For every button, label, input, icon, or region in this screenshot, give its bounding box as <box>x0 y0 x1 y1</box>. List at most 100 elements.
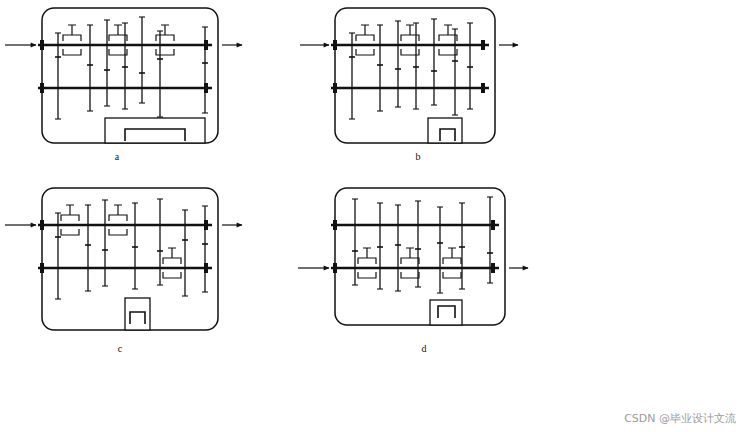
gear-tip <box>377 246 383 247</box>
gear-tip <box>352 284 358 285</box>
gear-symbol <box>106 70 107 106</box>
gear-tip <box>55 236 61 237</box>
shaft-line <box>331 267 499 270</box>
gear-tip <box>467 66 473 67</box>
gear-tip <box>55 118 61 119</box>
synchronizer-symbol <box>109 25 127 55</box>
gear-symbol <box>159 59 160 117</box>
gear-symbol <box>204 27 205 63</box>
gear-tip <box>139 72 145 73</box>
synchronizer-symbol <box>156 25 174 55</box>
reverse-idler-gear <box>438 306 455 318</box>
gear-tip <box>102 285 108 286</box>
gear-tip <box>102 199 108 200</box>
gear-symbol <box>106 20 107 70</box>
gear-tip <box>202 243 208 244</box>
gear-symbol <box>141 17 142 73</box>
gear-tip <box>377 202 383 203</box>
gear-symbol <box>417 201 418 249</box>
gear-symbol <box>124 23 125 67</box>
gear-tip <box>452 60 458 61</box>
gear-tip <box>55 56 61 57</box>
gear-tip <box>122 66 128 67</box>
gear-symbol <box>439 243 440 293</box>
gear-symbol <box>469 67 470 109</box>
bearing-symbol <box>491 263 495 273</box>
gear-tip <box>413 22 419 23</box>
gear-symbol <box>469 23 470 67</box>
gear-symbol <box>379 65 380 111</box>
gear-tip <box>349 32 355 33</box>
gear-symbol <box>134 247 135 289</box>
gear-symbol <box>433 71 434 105</box>
gear-symbol <box>124 67 125 109</box>
gear-symbol <box>454 61 455 115</box>
gear-tip <box>87 110 93 111</box>
gear-tip <box>415 286 421 287</box>
gear-tip <box>452 60 458 61</box>
watermark: CSDN @毕业设计文流 <box>624 413 736 424</box>
gear-tip <box>102 249 108 250</box>
gear-symbol <box>159 251 160 285</box>
gear-tip <box>102 249 108 250</box>
gear-tip <box>377 246 383 247</box>
gear-tip <box>104 69 110 70</box>
gear-symbol <box>57 213 58 237</box>
gear-tip <box>157 58 163 59</box>
output-arrow <box>499 44 518 45</box>
gear-tip <box>437 292 443 293</box>
gear-tip <box>431 104 437 105</box>
synchronizer-symbol <box>401 248 419 278</box>
gear-tip <box>395 106 401 107</box>
synchronizer-symbol <box>109 205 127 235</box>
housing-outline <box>42 188 218 330</box>
gear-symbol <box>57 57 58 119</box>
gear-symbol <box>439 207 440 243</box>
gear-symbol <box>397 21 398 69</box>
gear-tip <box>377 24 383 25</box>
gear-tip <box>431 70 437 71</box>
gear-tip <box>377 64 383 65</box>
bearing-symbol <box>333 220 337 230</box>
input-arrow <box>300 44 329 45</box>
bearing-symbol <box>491 220 495 230</box>
gear-tip <box>202 243 208 244</box>
gearbox-schematic <box>300 8 518 143</box>
gear-symbol <box>397 245 398 291</box>
gear-tip <box>132 288 138 289</box>
gear-tip <box>87 64 93 65</box>
gear-tip <box>104 19 110 20</box>
gear-tip <box>395 68 401 69</box>
gearbox-schematic <box>298 188 528 325</box>
gear-tip <box>413 108 419 109</box>
bearing-symbol <box>40 83 44 93</box>
gear-tip <box>157 250 163 251</box>
gearbox-schematic <box>5 8 242 143</box>
gear-symbol <box>397 69 398 107</box>
gear-tip <box>395 68 401 69</box>
gear-tip <box>452 114 458 115</box>
gear-symbol <box>433 19 434 71</box>
output-arrow <box>509 267 528 268</box>
gear-symbol <box>87 245 88 291</box>
gear-symbol <box>204 244 205 292</box>
bearing-symbol <box>481 40 485 50</box>
output-arrow <box>222 44 242 45</box>
housing-outline <box>335 8 495 143</box>
gear-tip <box>349 118 355 119</box>
gear-tip <box>487 252 493 253</box>
reverse-idler-housing <box>428 118 462 143</box>
gear-symbol <box>89 25 90 65</box>
synchronizer-symbol <box>443 248 461 278</box>
gear-tip <box>55 32 61 33</box>
synchronizer-symbol <box>358 248 376 278</box>
gear-tip <box>395 244 401 245</box>
gear-tip <box>122 108 128 109</box>
gear-tip <box>85 244 91 245</box>
gear-tip <box>352 250 358 251</box>
gear-tip <box>395 204 401 205</box>
panel-label: b <box>416 152 421 162</box>
gear-tip <box>395 290 401 291</box>
